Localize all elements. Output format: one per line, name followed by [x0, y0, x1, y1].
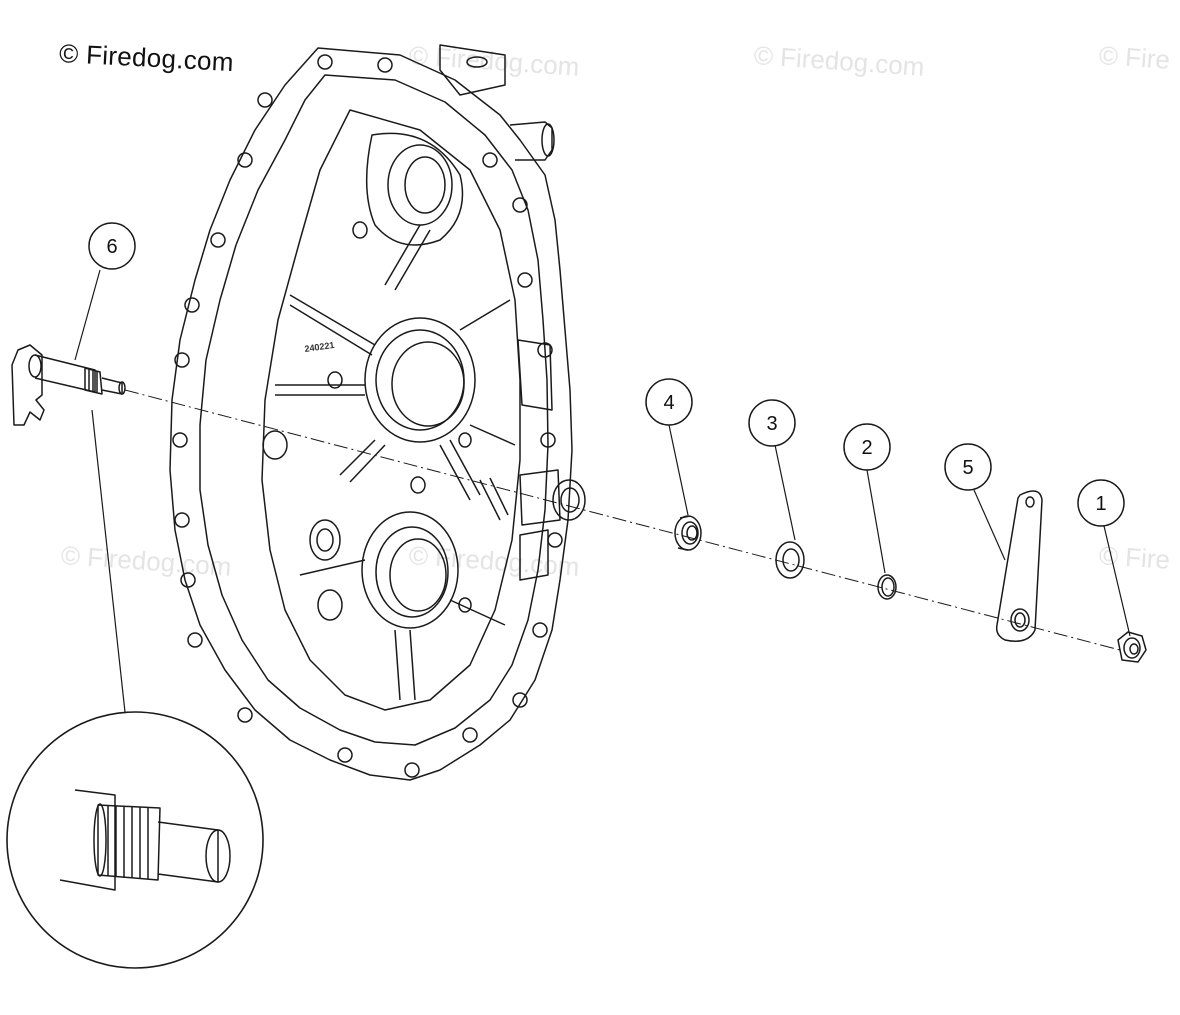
- leader-line-1: [1103, 525, 1131, 637]
- part-3-washer: [775, 541, 805, 579]
- part-2-retaining-ring: [877, 574, 897, 600]
- part-6-shift-shaft: [11, 344, 126, 426]
- callout-circle-6: [88, 222, 136, 270]
- gearcase-housing: [169, 44, 586, 781]
- callout-label-6: 6: [106, 236, 117, 258]
- part-4-seal: [674, 515, 702, 551]
- callout-label-2: 2: [861, 437, 872, 459]
- callout-label-3: 3: [766, 413, 777, 435]
- detail-view-spline: [6, 409, 264, 969]
- callout-label-1: 1: [1095, 493, 1106, 515]
- leader-line-3: [774, 444, 796, 541]
- leader-line-2: [866, 469, 886, 574]
- callout-circle-5: [944, 443, 992, 491]
- callout-circle-1: [1077, 479, 1125, 527]
- callout-circle-3: [748, 399, 796, 447]
- callout-circle-2: [843, 423, 891, 471]
- part-1-flange-nut: [1117, 631, 1147, 663]
- housing-cast-number: 240221: [304, 340, 335, 354]
- callout-circle-4: [645, 378, 693, 426]
- leader-line-5: [973, 489, 1006, 561]
- assembly-centerline: [124, 389, 1121, 651]
- part-5-shift-arm: [995, 490, 1043, 642]
- leader-line-4: [668, 424, 689, 516]
- callout-label-4: 4: [663, 392, 674, 414]
- callout-label-5: 5: [962, 457, 973, 479]
- leader-line-6: [74, 269, 101, 361]
